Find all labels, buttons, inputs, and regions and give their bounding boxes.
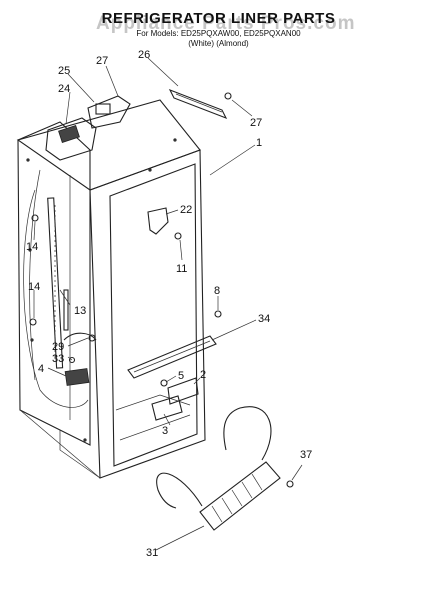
callout-22: 22 xyxy=(180,204,192,216)
bracket-part-22 xyxy=(147,207,182,240)
control-housing xyxy=(45,95,131,161)
fastener-part-8 xyxy=(214,310,222,318)
refrigerator-liner xyxy=(16,99,206,479)
liner-front-frame xyxy=(89,149,206,479)
part-33 xyxy=(68,356,76,364)
screw-part-14-lower xyxy=(29,318,37,326)
light-socket-part-4 xyxy=(64,368,90,386)
callout-2: 2 xyxy=(200,369,206,381)
callout-33: 33 xyxy=(52,353,64,365)
callout-25: 25 xyxy=(58,65,70,77)
diagram-title: REFRIGERATOR LINER PARTS xyxy=(101,10,336,27)
shelf-rail-part-34 xyxy=(127,335,217,379)
color-variants: (White) (Almond) xyxy=(188,39,249,48)
callout-11: 11 xyxy=(176,263,187,275)
callout-31: 31 xyxy=(146,547,158,559)
callout-29: 29 xyxy=(52,341,64,353)
callout-3: 3 xyxy=(162,425,168,437)
top-bracket-part-26 xyxy=(168,88,232,120)
callout-1: 1 xyxy=(256,137,262,149)
model-numbers: For Models: ED25PQXAW00, ED25PQXAN00 xyxy=(136,29,301,38)
liner-front-opening xyxy=(109,163,198,467)
callout-27-right: 27 xyxy=(250,117,262,129)
callout-14-lower: 14 xyxy=(28,281,40,293)
liner-inner-curve xyxy=(23,189,89,408)
callout-14-upper: 14 xyxy=(26,241,38,253)
leader-lines xyxy=(33,57,303,551)
callout-labels: 25 24 27 26 27 1 22 11 14 14 13 8 34 29 … xyxy=(26,49,312,559)
screw-part-14-upper xyxy=(31,214,39,222)
callout-24: 24 xyxy=(58,83,70,95)
callout-26: 26 xyxy=(138,49,150,61)
callout-4: 4 xyxy=(38,363,44,375)
watermark-text: Appliance Parts Pros.com xyxy=(96,13,356,34)
wire-clip-part-29 xyxy=(63,332,97,341)
part-3 xyxy=(151,395,183,421)
callout-34: 34 xyxy=(258,313,270,325)
heater-assembly-part-31 xyxy=(156,406,294,531)
part-5 xyxy=(160,379,168,387)
callout-8: 8 xyxy=(214,285,220,297)
callout-5: 5 xyxy=(178,370,184,382)
callout-27-left: 27 xyxy=(96,55,108,67)
shelf-rail-left xyxy=(47,197,69,369)
callout-13: 13 xyxy=(74,305,86,317)
callout-37: 37 xyxy=(300,449,312,461)
